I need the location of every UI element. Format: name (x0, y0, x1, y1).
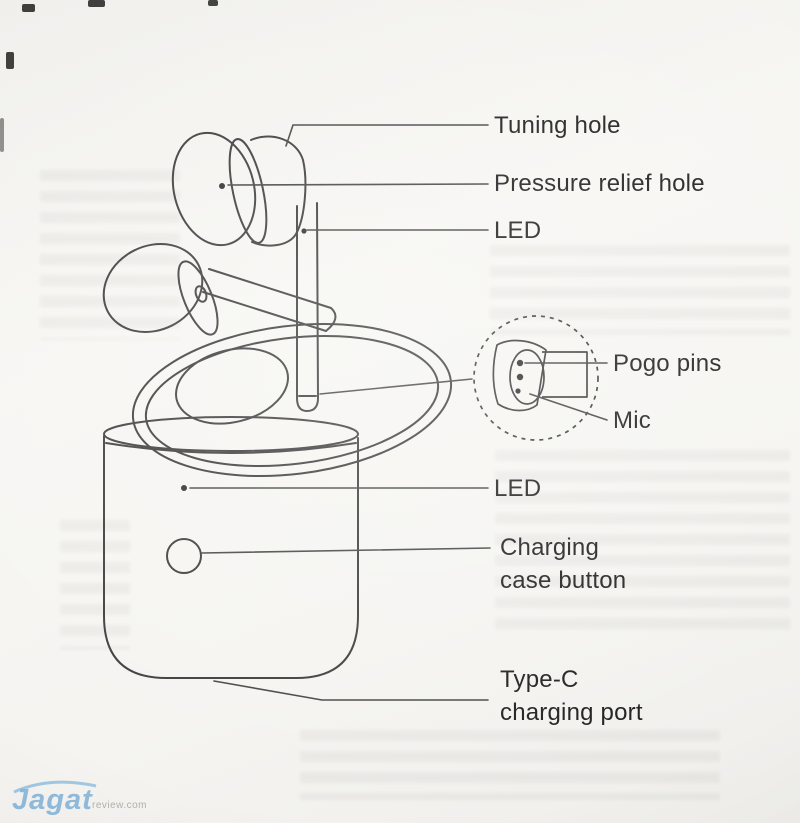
watermark-jagat: Jagat review.com (6, 776, 176, 820)
leader-pressure-relief-hole (227, 183, 489, 186)
label-led-earbud: LED (494, 217, 542, 244)
label-pressure-relief-hole: Pressure relief hole (494, 170, 705, 197)
pressure-relief-hole-dot (219, 183, 225, 189)
label-charging-case-button: Charging case button (500, 534, 627, 594)
leader-charging-case-button (201, 547, 491, 554)
detail-circle (473, 315, 599, 441)
pogo-pin-dot (516, 373, 524, 381)
mic-dot (515, 388, 521, 394)
label-led-case: LED (494, 475, 542, 502)
watermark-text: Jagat (12, 784, 93, 816)
leader-lines (189, 124, 608, 701)
scan-artifact (22, 4, 35, 12)
earbud-led-dot (301, 228, 307, 234)
scan-artifact (88, 0, 105, 7)
scan-artifact (6, 52, 14, 69)
label-tuning-hole: Tuning hole (494, 112, 621, 139)
detail-dots (181, 183, 524, 491)
watermark-suffix: review.com (92, 800, 148, 811)
label-mic: Mic (613, 407, 651, 434)
leader-tuning-hole (285, 124, 489, 147)
label-pogo-pins: Pogo pins (613, 350, 722, 377)
watermark-arc (13, 780, 97, 794)
leader-mic (529, 393, 608, 421)
case-led-dot (181, 485, 187, 491)
earbud-bottom (102, 242, 337, 336)
scan-artifact (208, 0, 218, 6)
pogo-pin-dot (516, 359, 524, 367)
scan-artifact (0, 118, 4, 152)
leader-detail-circle (319, 378, 473, 395)
label-type-c-port: Type-C charging port (500, 666, 643, 726)
charging-case-button-shape (166, 538, 202, 574)
charging-case (103, 323, 453, 679)
earbud-top (171, 131, 319, 412)
leader-type-c (213, 680, 489, 701)
